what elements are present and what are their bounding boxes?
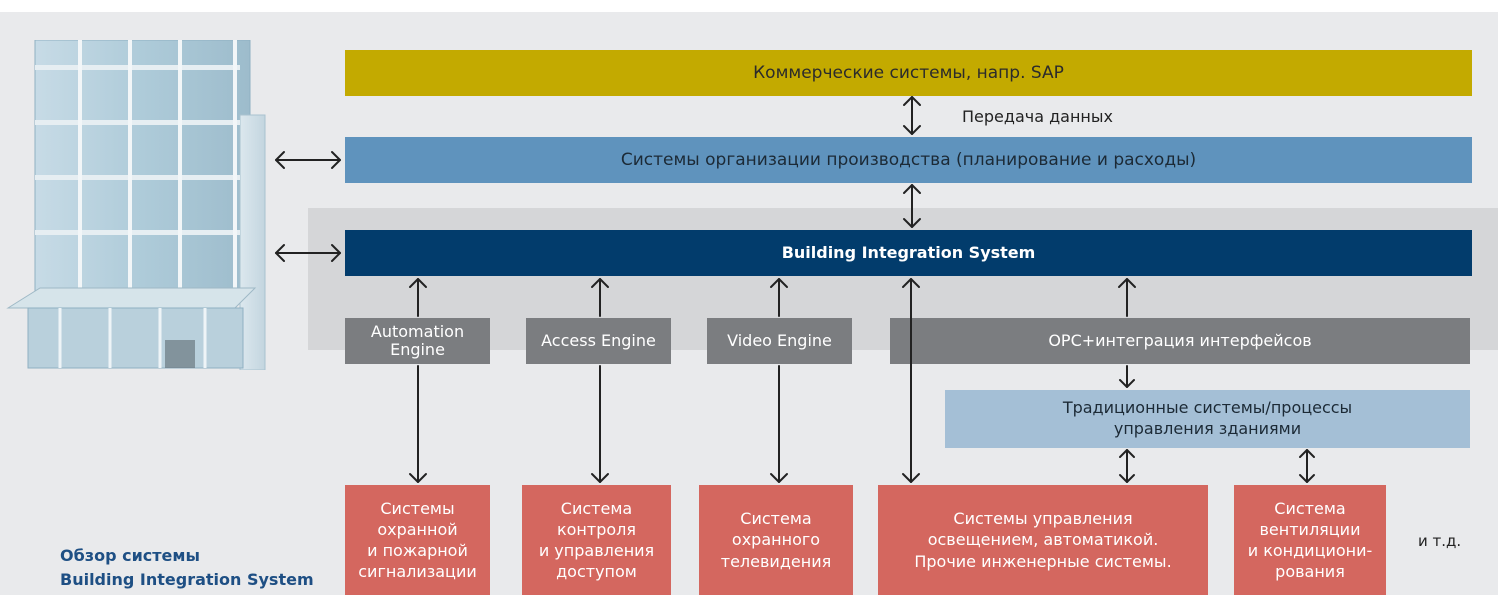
video-engine-label: Video Engine — [727, 330, 832, 350]
bis-label: Building Integration System — [781, 242, 1036, 262]
diagram-caption: Обзор системы Building Integration Syste… — [60, 544, 314, 592]
lighting-automation-systems-label: Системы управления освещением, автоматик… — [914, 509, 1172, 571]
double-arrow-icon — [275, 151, 341, 169]
access-control-system-box: Система контроля и управления доступом — [522, 485, 671, 595]
double-arrow-icon — [1119, 449, 1135, 483]
data-transfer-label: Передача данных — [962, 107, 1113, 126]
double-arrow-icon — [903, 96, 921, 135]
automation-engine-label: Automation Engine — [370, 322, 465, 359]
commercial-systems-layer: Коммерческие системы, напр. SAP — [345, 50, 1472, 96]
access-control-system-label: Система контроля и управления доступом — [538, 498, 655, 582]
up-arrow-icon — [770, 278, 788, 317]
cctv-system-label: Система охранного телевидения — [720, 509, 832, 571]
down-arrow-icon — [1119, 365, 1135, 388]
opc-integration-label: OPC+интеграция интерфейсов — [1048, 330, 1312, 350]
access-engine-box: Access Engine — [526, 318, 671, 364]
fire-alarm-systems-label: Системы охранной и пожарной сигнализации — [358, 498, 477, 582]
organization-systems-label: Системы организации производства (планир… — [620, 149, 1197, 170]
up-arrow-icon — [591, 278, 609, 317]
video-engine-box: Video Engine — [707, 318, 852, 364]
commercial-systems-label: Коммерческие системы, напр. SAP — [753, 62, 1064, 83]
opc-integration-box: OPC+интеграция интерфейсов — [890, 318, 1470, 364]
traditional-systems-box: Традиционные системы/процессы управления… — [945, 390, 1470, 448]
hvac-system-box: Система вентиляции и кондициони- рования — [1234, 485, 1386, 595]
double-arrow-icon — [275, 244, 341, 262]
double-arrow-icon — [902, 278, 920, 483]
lighting-automation-systems-box: Системы управления освещением, автоматик… — [878, 485, 1208, 595]
cctv-system-box: Система охранного телевидения — [699, 485, 853, 595]
traditional-systems-label: Традиционные системы/процессы управления… — [1062, 398, 1353, 438]
up-arrow-icon — [409, 278, 427, 317]
up-arrow-icon — [1118, 278, 1136, 317]
caption-line-1: Обзор системы — [60, 546, 200, 565]
down-arrow-icon — [409, 365, 427, 483]
automation-engine-box: Automation Engine — [345, 318, 490, 364]
access-engine-label: Access Engine — [541, 330, 656, 350]
etc-label: и т.д. — [1418, 532, 1462, 550]
hvac-system-label: Система вентиляции и кондициони- рования — [1247, 498, 1373, 582]
fire-alarm-systems-box: Системы охранной и пожарной сигнализации — [345, 485, 490, 595]
organization-systems-layer: Системы организации производства (планир… — [345, 137, 1472, 183]
double-arrow-icon — [903, 184, 921, 228]
down-arrow-icon — [770, 365, 788, 483]
double-arrow-icon — [1299, 449, 1315, 483]
bis-layer: Building Integration System — [345, 230, 1472, 276]
caption-line-2: Building Integration System — [60, 570, 314, 589]
office-building-illustration — [6, 40, 266, 370]
down-arrow-icon — [591, 365, 609, 483]
